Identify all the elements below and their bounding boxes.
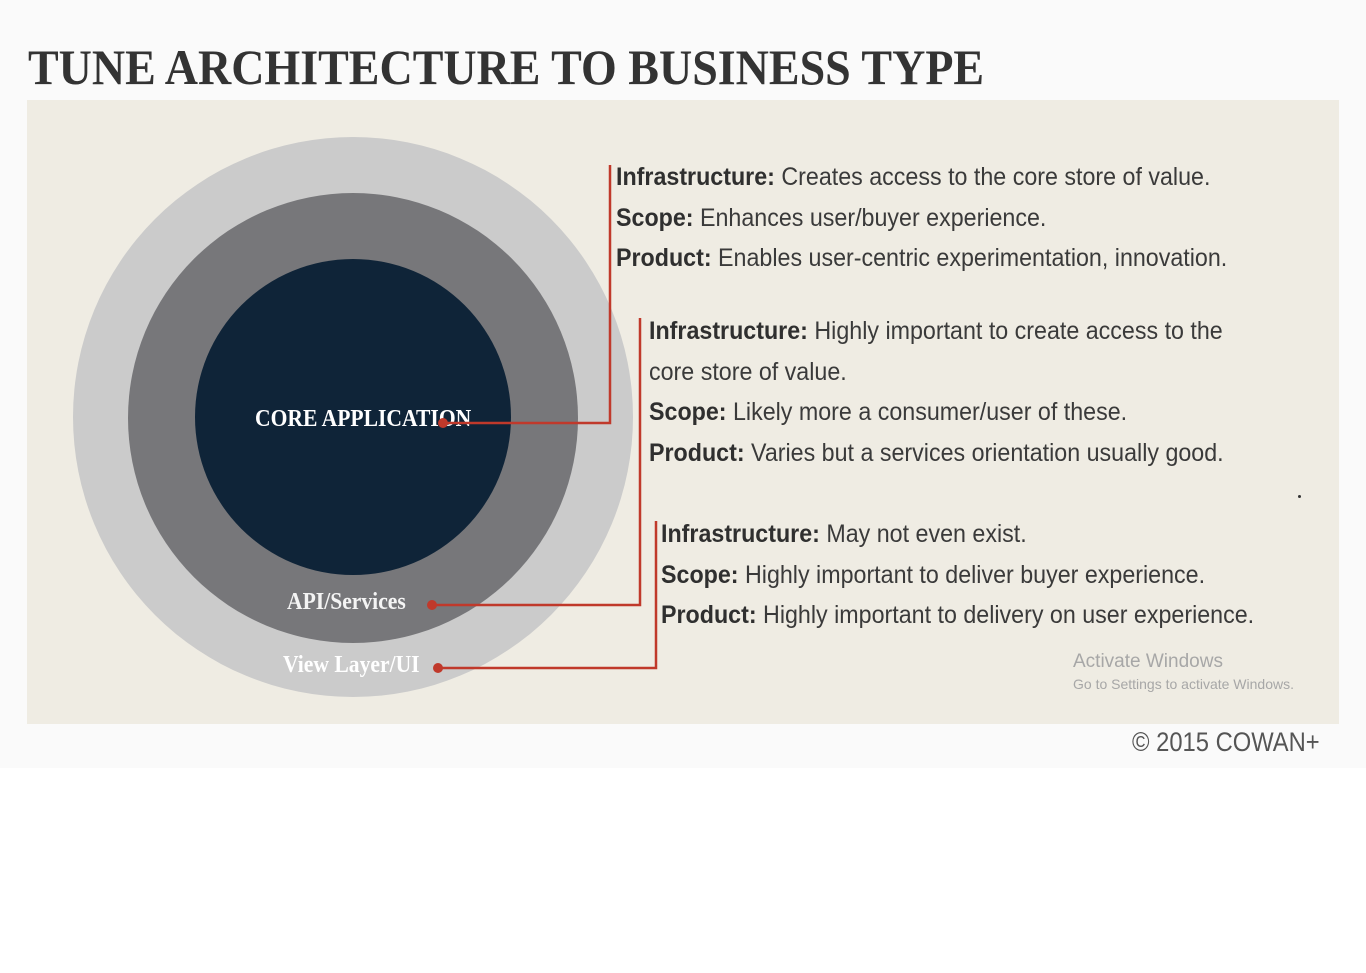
- infrastructure-line: Infrastructure: Creates access to the co…: [616, 163, 1211, 191]
- api-connector: [432, 318, 642, 607]
- stray-dot: [1298, 495, 1301, 498]
- api-services-description: Infrastructure: Highly important to crea…: [649, 311, 1224, 473]
- view-layer-label: View Layer/UI: [283, 652, 420, 678]
- slide-title: TUNE ARCHITECTURE TO BUSINESS TYPE: [28, 39, 985, 95]
- product-line: Product: Varies but a services orientati…: [649, 438, 1224, 467]
- copyright-notice: © 2015 COWAN+: [1132, 727, 1320, 757]
- infrastructure-line: Infrastructure: May not even exist.: [661, 520, 1027, 548]
- core-connector: [443, 165, 612, 425]
- core-application-label: CORE APPLICATION: [255, 406, 472, 432]
- view-connector: [438, 521, 658, 670]
- scope-line: Scope: Highly important to deliver buyer…: [661, 560, 1206, 589]
- api-services-label: API/Services: [287, 589, 406, 615]
- activate-windows-title: Activate Windows: [1073, 651, 1223, 672]
- core-connector-dot: [438, 418, 448, 428]
- product-line: Product: Highly important to delivery on…: [661, 601, 1255, 629]
- core-description: Infrastructure: Creates access to the co…: [616, 157, 1227, 279]
- product-line: Product: Enables user-centric experiment…: [616, 244, 1228, 272]
- view-layer-description: Infrastructure: May not even exist. Scop…: [661, 514, 1254, 636]
- connector-lines: [427, 165, 658, 673]
- core-application-circle: [195, 259, 511, 575]
- activate-windows-subtitle: Go to Settings to activate Windows.: [1073, 676, 1294, 692]
- infrastructure-line-cont: core store of value.: [649, 357, 847, 386]
- scope-line: Scope: Likely more a consumer/user of th…: [649, 398, 1128, 426]
- api-connector-dot: [427, 600, 437, 610]
- infrastructure-line: Infrastructure: Highly important to crea…: [649, 317, 1223, 345]
- slide: TUNE ARCHITECTURE TO BUSINESS TYPE CORE …: [27, 39, 1339, 757]
- view-connector-dot: [433, 663, 443, 673]
- scope-line: Scope: Enhances user/buyer experience.: [616, 203, 1047, 232]
